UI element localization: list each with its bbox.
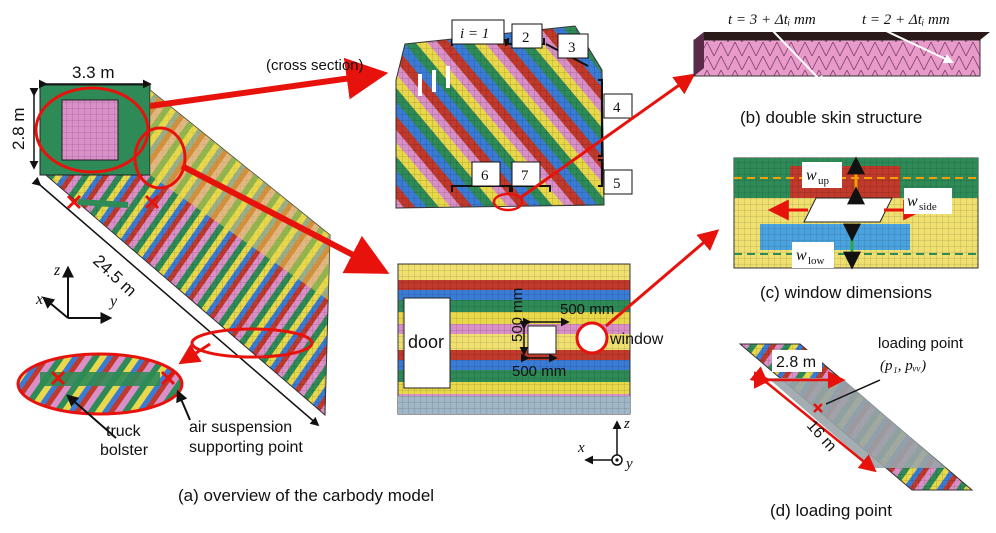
axis-y-label: y <box>108 293 118 310</box>
double-skin-model <box>693 32 990 77</box>
bolster-callout <box>190 327 314 359</box>
caption-a: (a) overview of the carbody model <box>178 486 435 505</box>
section-label-1: i = 1 <box>460 26 489 42</box>
side-view <box>397 263 631 415</box>
w-up-symbol: w <box>806 167 817 184</box>
section-label-7: 7 <box>521 168 529 184</box>
skin-callout <box>492 192 524 212</box>
cross-section-view <box>395 25 605 209</box>
side-axis-y: y <box>624 456 633 472</box>
door-label: door <box>408 332 444 352</box>
window-callout <box>575 321 609 355</box>
skin-thickness-right: t = 2 + Δtᵢ mm <box>862 12 950 28</box>
side-axis-x: x <box>577 440 585 456</box>
dim-500-bottom: 500 mm <box>512 363 566 380</box>
window-label: window <box>609 331 664 348</box>
section-label-6: 6 <box>481 168 489 184</box>
dim-500-top: 500 mm <box>560 301 614 318</box>
loading-point-mark <box>813 403 823 413</box>
side-callout <box>133 126 187 190</box>
w-up-subscript: up <box>818 175 830 187</box>
side-axis-z: z <box>623 416 630 432</box>
air-suspension-label-2: supporting point <box>189 439 303 456</box>
door-opening <box>403 297 451 389</box>
dim-500-vertical: 500 mm <box>509 288 526 342</box>
caption-c: (c) window dimensions <box>760 283 932 302</box>
bolster-zoom <box>16 352 184 416</box>
w-low-symbol: w <box>796 247 807 264</box>
air-suspension-label-1: air suspension <box>189 419 292 436</box>
loading-point-coords: (p₁, pᵥᵥ) <box>880 358 926 374</box>
w-side-symbol: w <box>907 193 918 210</box>
length-dimension-line <box>31 176 320 427</box>
section-label-5: 5 <box>613 176 621 192</box>
arrow-to-skin <box>519 73 696 200</box>
arrow-to-side-view <box>180 163 390 274</box>
w-low-subscript: low <box>808 255 825 267</box>
section-label-2: 2 <box>522 30 530 46</box>
w-side-subscript: side <box>919 201 937 213</box>
section-label-3: 3 <box>568 40 576 56</box>
support-marks <box>66 194 160 210</box>
loading-width-dim: 2.8 m <box>776 354 816 371</box>
caption-b: (b) double skin structure <box>740 108 923 127</box>
truck-bolster-label-1: truck <box>106 423 142 440</box>
cross-section-label: (cross section) <box>266 57 364 74</box>
skin-thickness-left: t = 3 + Δtᵢ mm <box>728 12 816 28</box>
axis-z-label: z <box>53 262 61 279</box>
section-label-boxes <box>451 19 633 195</box>
width-dimension: 3.3 m <box>72 63 115 82</box>
arrow-to-window-detail <box>605 229 720 328</box>
loading-point-label: loading point <box>878 335 964 352</box>
axis-x-label: x <box>35 291 43 308</box>
window-opening <box>527 325 557 355</box>
height-dimension: 2.8 m <box>9 107 28 150</box>
axis-triad-side <box>584 420 623 466</box>
section-label-4: 4 <box>613 100 621 116</box>
truck-bolster-label-2: bolster <box>100 442 149 459</box>
arrow-to-cross-section <box>149 57 389 109</box>
caption-d: (d) loading point <box>770 501 892 520</box>
axis-triad-overview <box>42 265 113 324</box>
